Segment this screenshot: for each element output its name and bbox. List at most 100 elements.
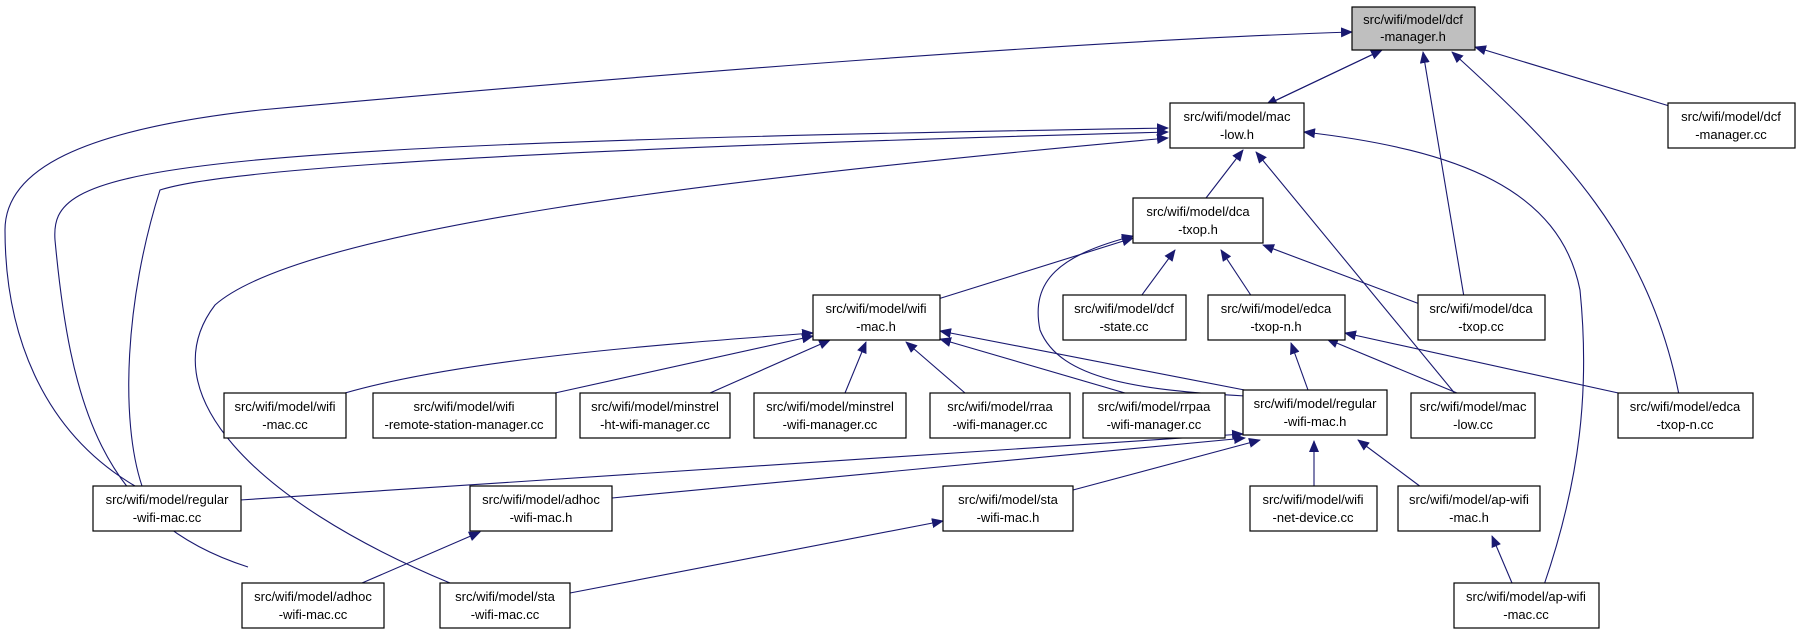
edge-adhoc-wifi-mac-cc-to-mac-low-h: [54, 123, 1169, 568]
node-sta-wifi-mac-h[interactable]: src/wifi/model/sta -wifi-mac.h: [942, 485, 1074, 532]
node-wifi-mac-cc[interactable]: src/wifi/model/wifi -mac.cc: [223, 392, 347, 439]
node-label-line1: src/wifi/model/regular: [106, 492, 229, 507]
node-label-line2: -wifi-mac.h: [977, 510, 1040, 525]
node-label-line1: src/wifi/model/dcf: [1363, 12, 1463, 27]
edge-dca-txop-cc-to-dca-txop-h: [1262, 244, 1426, 307]
node-label-line1: src/wifi/model/edca: [1221, 301, 1332, 316]
edge-edca-txop-n-cc-to-edca-txop-n-h: [1344, 330, 1633, 397]
node-label-line1: src/wifi/model/wifi: [1262, 492, 1363, 507]
node-dcf-state-cc[interactable]: src/wifi/model/dcf -state.cc: [1062, 294, 1187, 341]
edge-dcf-manager-cc-to-dcf-manager-h: [1474, 45, 1677, 109]
node-label-line1: src/wifi/model/dca: [1429, 301, 1533, 316]
edge-adhoc-wifi-mac-h-to-regular-wifi-mac-h: [611, 434, 1246, 499]
node-label-line2: -txop-n.h: [1250, 319, 1301, 334]
edge-regular-wifi-mac-h-to-dca-txop-h: [1037, 233, 1246, 397]
edge-ap-wifi-mac-cc-to-mac-low-h: [1303, 128, 1585, 586]
node-sta-wifi-mac-cc[interactable]: src/wifi/model/sta -wifi-mac.cc: [439, 582, 571, 629]
node-edca-txop-n-h[interactable]: src/wifi/model/edca -txop-n.h: [1207, 294, 1346, 341]
edge-regular-wifi-mac-h-to-edca-txop-n-h: [1290, 342, 1309, 391]
node-mac-low-cc[interactable]: src/wifi/model/mac -low.cc: [1410, 392, 1536, 439]
edge-wifi-rsm-cc-to-wifi-mac-h: [554, 333, 814, 394]
edge-mac-low-h-back-to-dcf-manager-h: [1265, 49, 1383, 106]
node-label-line1: src/wifi/model/rraa: [947, 399, 1053, 414]
node-label-line2: -state.cc: [1099, 319, 1149, 334]
node-label-line1: src/wifi/model/sta: [958, 492, 1058, 507]
node-ap-wifi-mac-h[interactable]: src/wifi/model/ap-wifi -mac.h: [1397, 485, 1541, 532]
node-label-line2: -mac.h: [1449, 510, 1489, 525]
node-wifi-mac-h[interactable]: src/wifi/model/wifi -mac.h: [812, 294, 941, 341]
node-label-line2: -net-device.cc: [1273, 510, 1354, 525]
node-label-line2: -mac.h: [856, 319, 896, 334]
node-label-line2: -manager.h: [1380, 29, 1446, 44]
node-label-line2: -mac.cc: [262, 417, 308, 432]
node-mac-low-h[interactable]: src/wifi/model/mac -low.h: [1169, 102, 1305, 149]
node-minstrel-ht-wifi-manager-cc[interactable]: src/wifi/model/minstrel -ht-wifi-manager…: [579, 392, 731, 439]
node-label-line2: -wifi-mac.h: [510, 510, 573, 525]
node-adhoc-wifi-mac-cc[interactable]: src/wifi/model/adhoc -wifi-mac.cc: [241, 582, 385, 629]
edge-mac-low-cc-to-edca-txop-n-h: [1326, 338, 1458, 394]
edge-edca-txop-n-cc-to-dcf-manager-h: [1451, 51, 1681, 401]
node-label-line1: src/wifi/model/edca: [1630, 399, 1741, 414]
node-label-line1: src/wifi/model/rrpaa: [1098, 399, 1211, 414]
node-wifi-net-device-cc[interactable]: src/wifi/model/wifi -net-device.cc: [1249, 485, 1378, 532]
node-regular-wifi-mac-cc[interactable]: src/wifi/model/regular -wifi-mac.cc: [92, 485, 242, 532]
node-label-line2: -txop.h: [1178, 222, 1218, 237]
node-label-line1: src/wifi/model/minstrel: [591, 399, 719, 414]
node-label-line1: src/wifi/model/wifi: [413, 399, 514, 414]
node-label-line2: -mac.cc: [1503, 607, 1549, 622]
node-label-line1: src/wifi/model/regular: [1254, 396, 1377, 411]
edges: [4, 27, 1681, 594]
edge-sta-wifi-mac-cc-to-sta-wifi-mac-h: [569, 518, 944, 594]
node-adhoc-wifi-mac-h[interactable]: src/wifi/model/adhoc -wifi-mac.h: [469, 485, 613, 532]
node-label-line2: -wifi-manager.cc: [953, 417, 1048, 432]
node-rraa-wifi-manager-cc[interactable]: src/wifi/model/rraa -wifi-manager.cc: [929, 392, 1071, 439]
edge-wifi-mac-cc-to-wifi-mac-h: [344, 328, 814, 394]
edge-regular-wifi-mac-cc-to-mac-low-h-b: [128, 127, 1169, 487]
node-dca-txop-h[interactable]: src/wifi/model/dca -txop.h: [1132, 197, 1264, 244]
edge-regular-wifi-mac-cc-to-regular-wifi-mac-h: [239, 429, 1244, 501]
edge-dca-txop-h-to-mac-low-h: [1205, 149, 1244, 199]
node-label-line2: -txop.cc: [1458, 319, 1504, 334]
node-label-line1: src/wifi/model/adhoc: [254, 589, 372, 604]
edge-rrpaa-cc-to-wifi-mac-h: [939, 337, 1126, 394]
node-label-line1: src/wifi/model/wifi: [234, 399, 335, 414]
node-edca-txop-n-cc[interactable]: src/wifi/model/edca -txop-n.cc: [1617, 392, 1754, 439]
edge-wifi-mac-h-to-dca-txop-h: [937, 236, 1134, 300]
node-label-line1: src/wifi/model/ap-wifi: [1466, 589, 1586, 604]
node-label-line1: src/wifi/model/dcf: [1074, 301, 1174, 316]
node-label-line2: -remote-station-manager.cc: [385, 417, 544, 432]
edge-minstrel-cc-to-wifi-mac-h: [844, 341, 867, 394]
edge-ap-wifi-mac-cc-to-ap-wifi-mac-h: [1491, 535, 1513, 584]
node-label-line2: -wifi-manager.cc: [1107, 417, 1202, 432]
node-regular-wifi-mac-h[interactable]: src/wifi/model/regular -wifi-mac.h: [1242, 389, 1388, 436]
edge-ap-wifi-mac-h-to-regular-wifi-mac-h: [1357, 439, 1426, 491]
node-label-line1: src/wifi/model/ap-wifi: [1409, 492, 1529, 507]
edge-sta-wifi-mac-cc-to-mac-low-h: [194, 134, 1169, 584]
node-label-line1: src/wifi/model/dca: [1146, 204, 1250, 219]
node-label-line1: src/wifi/model/mac: [1184, 109, 1291, 124]
node-label-line1: src/wifi/model/adhoc: [482, 492, 600, 507]
node-rrpaa-wifi-manager-cc[interactable]: src/wifi/model/rrpaa -wifi-manager.cc: [1082, 392, 1226, 439]
node-label-line1: src/wifi/model/sta: [455, 589, 555, 604]
node-dcf-manager-h[interactable]: src/wifi/model/dcf -manager.h: [1351, 6, 1476, 51]
node-label-line1: src/wifi/model/mac: [1420, 399, 1527, 414]
edge-dca-txop-cc-to-dcf-manager-h: [1419, 51, 1466, 304]
edge-mac-low-cc-to-mac-low-h: [1255, 151, 1458, 397]
node-dcf-manager-cc[interactable]: src/wifi/model/dcf -manager.cc: [1667, 102, 1796, 149]
edge-dcf-state-cc-to-dca-txop-h: [1135, 249, 1176, 304]
node-wifi-remote-station-manager-cc[interactable]: src/wifi/model/wifi -remote-station-mana…: [372, 392, 557, 439]
node-label-line1: src/wifi/model/dcf: [1681, 109, 1781, 124]
node-dca-txop-cc[interactable]: src/wifi/model/dca -txop.cc: [1417, 294, 1546, 341]
node-label-line2: -wifi-mac.cc: [279, 607, 348, 622]
node-label-line2: -ht-wifi-manager.cc: [600, 417, 710, 432]
node-minstrel-wifi-manager-cc[interactable]: src/wifi/model/minstrel -wifi-manager.cc: [753, 392, 907, 439]
edge-regular-wifi-mac-h-to-wifi-mac-h: [939, 328, 1261, 394]
node-label-line2: -wifi-mac.cc: [133, 510, 202, 525]
node-ap-wifi-mac-cc[interactable]: src/wifi/model/ap-wifi -mac.cc: [1453, 582, 1600, 629]
node-label-line2: -manager.cc: [1695, 127, 1767, 142]
node-label-line2: -txop-n.cc: [1656, 417, 1714, 432]
node-label-line2: -wifi-mac.cc: [471, 607, 540, 622]
edge-sta-wifi-mac-h-to-regular-wifi-mac-h: [1072, 438, 1261, 491]
edge-regular-wifi-mac-cc-to-dcf-manager-h: [4, 27, 1353, 487]
